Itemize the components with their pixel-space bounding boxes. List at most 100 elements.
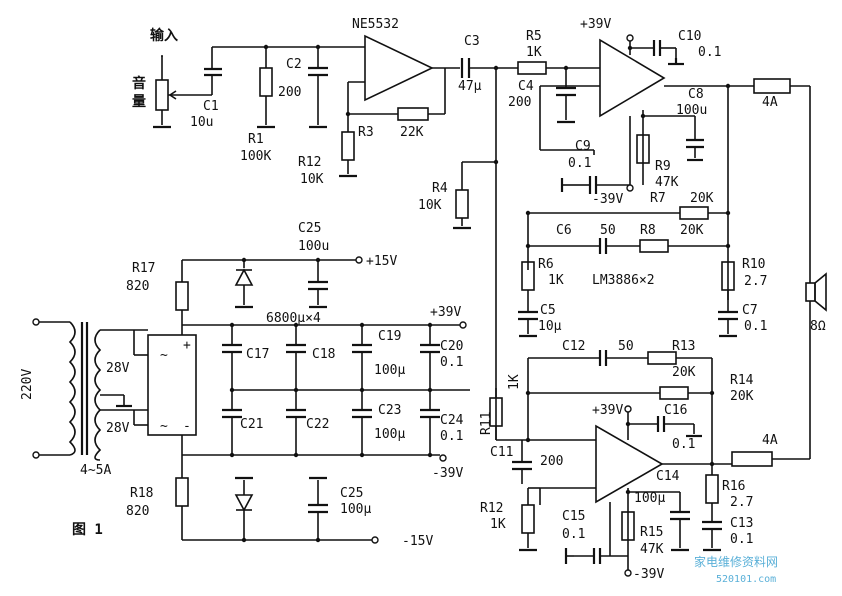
c14-label: C14 (656, 469, 680, 484)
r17-value: 820 (126, 279, 149, 294)
c7-value: 0.1 (744, 319, 767, 334)
c2-label: C2 (286, 57, 302, 72)
r8-label: R8 (640, 223, 656, 238)
r12a-label: R12 (298, 155, 321, 170)
c8-label: C8 (688, 87, 704, 102)
input-label: 输入 (150, 27, 178, 44)
caps-note-label: 6800μ×4 (266, 311, 321, 326)
r13-label: R13 (672, 339, 695, 354)
r12b-label: R12 (480, 501, 503, 516)
c16-value: 0.1 (672, 437, 695, 452)
transformer-primary (68, 321, 76, 456)
plus15-label: +15V (366, 254, 397, 269)
c6-label: C6 (556, 223, 572, 238)
r12b-value: 1K (490, 517, 506, 532)
r5-label: R5 (526, 29, 542, 44)
watermark-url: 520101.com (716, 574, 776, 585)
c19-value: 100μ (374, 363, 405, 378)
c24-value: 0.1 (440, 429, 463, 444)
c4-label: C4 (518, 79, 534, 94)
r4-label: R4 (432, 181, 448, 196)
r7-resistor (679, 206, 709, 220)
c21-label: C21 (240, 417, 263, 432)
r10-label: R10 (742, 257, 765, 272)
r5-resistor (517, 61, 547, 75)
r7-value: 20K (690, 191, 714, 206)
transformer-secondary (94, 329, 102, 461)
r14-label: R14 (730, 373, 754, 388)
r6-value: 1K (548, 273, 564, 288)
plus39-psu-label: +39V (430, 305, 461, 320)
minus39-top-label: -39V (592, 192, 623, 207)
preamp-section (153, 34, 600, 440)
r17-resistor (175, 281, 189, 311)
bottom-amp-section (489, 350, 811, 577)
r4-resistor (455, 189, 469, 219)
minus39-bottom-label: -39V (633, 567, 664, 582)
filter-caps-upper (222, 325, 440, 390)
fuse-top (753, 78, 791, 94)
c20-value: 0.1 (440, 355, 463, 370)
opamp-label: NE5532 (352, 17, 399, 32)
power-supply-section: ~ ~ + - (32, 256, 470, 544)
c18-label: C18 (312, 347, 335, 362)
figure-label: 图 1 (72, 522, 103, 538)
plus39-bottom-label: +39V (592, 403, 623, 418)
r9-value: 47K (655, 175, 679, 190)
r15-resistor (621, 511, 635, 541)
c20-label: C20 (440, 339, 463, 354)
c1-label: C1 (203, 99, 219, 114)
fuse-top-label: 4A (762, 95, 778, 110)
c22-label: C22 (306, 417, 329, 432)
fuse-bottom-label: 4A (762, 433, 778, 448)
fuse-bottom (731, 451, 773, 467)
current-label: 4~5A (80, 463, 111, 478)
r1-resistor (259, 67, 273, 97)
c25a-value: 100u (298, 239, 329, 254)
volume-label-b: 量 (132, 94, 146, 110)
r16-value: 2.7 (730, 495, 753, 510)
c13-value: 0.1 (730, 532, 753, 547)
v220-label: 220V (20, 369, 35, 400)
c25b-label: C25 (340, 486, 363, 501)
r18-resistor (175, 477, 189, 507)
c11-label: C11 (490, 445, 513, 460)
r6-label: R6 (538, 257, 554, 272)
c10-value: 0.1 (698, 45, 721, 60)
r9-resistor (636, 134, 650, 164)
r1-value: 100K (240, 149, 271, 164)
c11-value: 200 (540, 454, 563, 469)
watermark-text: 家电维修资料网 (694, 554, 778, 569)
c9-label: C9 (575, 139, 591, 154)
c5-label: C5 (540, 303, 556, 318)
c23-label: C23 (378, 403, 401, 418)
r15-value: 47K (640, 542, 664, 557)
c25a-label: C25 (298, 221, 321, 236)
r11-value: 1K (507, 374, 522, 390)
c15-value: 0.1 (562, 527, 585, 542)
bridge-rectifier (147, 334, 197, 436)
r18-value: 820 (126, 504, 149, 519)
c1-value: 10u (190, 115, 213, 130)
c6-value: 50 (600, 223, 616, 238)
zener-bottom (234, 494, 254, 512)
r4-value: 10K (418, 198, 442, 213)
c23-value: 100μ (374, 427, 405, 442)
c12-label: C12 (562, 339, 585, 354)
labels: 输入 音 量 NE5532 C1 10u C2 200 R1 100K R3 2… (20, 17, 826, 585)
r18-label: R18 (130, 486, 153, 501)
r14-resistor (659, 386, 689, 400)
r12b-resistor (521, 504, 535, 534)
speaker (805, 282, 816, 302)
filter-caps-lower (222, 390, 440, 455)
r3-value: 22K (400, 125, 424, 140)
r12a-resistor (341, 131, 355, 161)
amp-ic-label: LM3886×2 (592, 273, 655, 288)
lm3886-top (599, 38, 666, 118)
c3-label: C3 (464, 34, 480, 49)
r11-label: R11 (479, 412, 494, 435)
c8-value: 100u (676, 103, 707, 118)
c5-value: 10μ (538, 319, 562, 334)
svg-text:~: ~ (160, 348, 168, 363)
r16-label: R16 (722, 479, 745, 494)
